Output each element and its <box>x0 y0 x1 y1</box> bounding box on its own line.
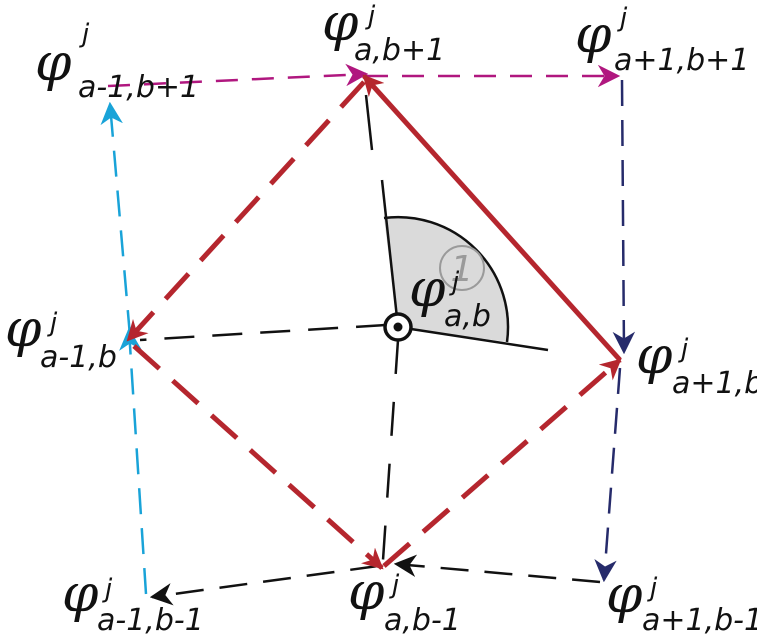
label-bottom-left: φ j a-1,b-1 <box>62 564 204 638</box>
label-symbol: φ <box>348 562 385 622</box>
center-node-dot <box>393 322 403 332</box>
label-symbol: φ <box>62 564 99 624</box>
edge-right-upper <box>612 79 636 355</box>
label-subscript: a+1,b-1 <box>642 603 757 638</box>
label-subscript: a-1,b+1 <box>78 70 199 105</box>
label-superscript: j <box>617 3 628 33</box>
angle-arc <box>383 215 510 343</box>
label-symbol: φ <box>575 5 612 65</box>
label-subscript: a,b-1 <box>384 603 461 638</box>
axis-up <box>364 94 374 151</box>
angle-badge-label: 1 <box>451 249 474 290</box>
label-superscript: j <box>47 308 58 338</box>
axis-left <box>139 323 387 342</box>
label-top-right: φ j a+1,b+1 <box>575 3 749 78</box>
label-symbol: φ <box>5 299 42 359</box>
label-symbol: φ <box>636 326 673 386</box>
diamond-edge-bottom-right <box>382 358 622 568</box>
axis-down <box>381 339 400 561</box>
label-subscript: a,b+1 <box>354 33 445 68</box>
angle-ray-upper <box>380 179 400 328</box>
label-superscript: j <box>678 334 689 364</box>
diamond-edge-bottom-left <box>132 344 384 570</box>
label-superscript: j <box>79 19 90 49</box>
label-subscript: a-1,b-1 <box>97 603 204 638</box>
edge-top <box>107 63 369 88</box>
label-bottom-center: φ j a,b-1 <box>348 562 461 638</box>
edge-left-lower <box>119 327 148 595</box>
label-subscript: a-1,b <box>40 340 117 375</box>
edge-left-upper <box>100 101 132 337</box>
label-top-left: φ j a-1,b+1 <box>35 19 199 105</box>
label-superscript: j <box>365 1 376 31</box>
label-symbol: φ <box>35 33 72 93</box>
edge-right-lower <box>594 367 622 583</box>
diamond-edge-solid <box>362 74 622 362</box>
label-symbol: φ <box>606 565 643 625</box>
label-symbol: φ <box>409 259 446 319</box>
label-top-center: φ j a,b+1 <box>322 0 445 68</box>
angle-ray-right <box>397 325 549 352</box>
label-subscript: a+1,b <box>672 366 757 401</box>
label-mid-left: φ j a-1,b <box>5 299 117 375</box>
label-bottom-right: φ j a+1,b-1 <box>606 565 757 638</box>
label-superscript: j <box>389 570 400 600</box>
label-subscript: a+1,b+1 <box>614 43 749 78</box>
angle-sector <box>384 217 509 342</box>
angle-badge-circle <box>439 245 485 291</box>
label-subscript: a,b <box>444 299 491 334</box>
label-superscript: j <box>102 574 113 604</box>
label-mid-right: φ j a+1,b <box>636 326 757 401</box>
edge-bottom-left <box>149 564 379 606</box>
edge-bottom-right <box>393 554 601 584</box>
label-center: φ j a,b <box>409 259 491 334</box>
diamond-edge-top-left <box>126 80 366 342</box>
label-superscript: j <box>647 573 658 603</box>
label-symbol: φ <box>322 0 359 53</box>
label-superscript: j <box>449 267 460 297</box>
